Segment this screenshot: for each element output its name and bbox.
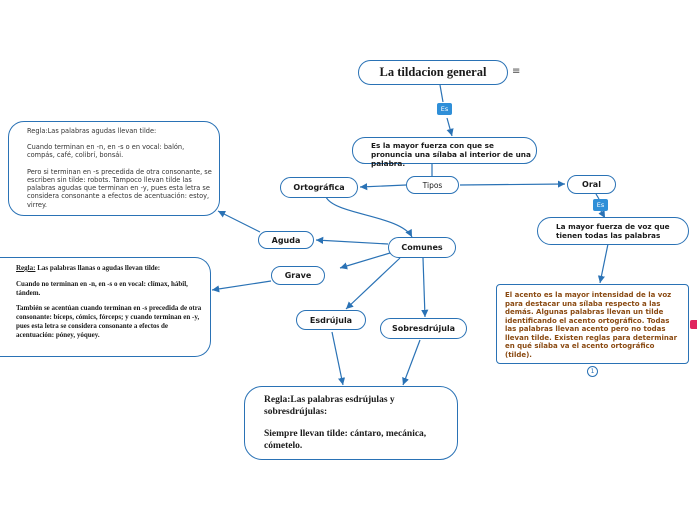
edge-es-definition — [446, 117, 454, 137]
esdrujula-label: Esdrújula — [309, 315, 353, 325]
oral-note[interactable]: El acento es la mayor intensidad de la v… — [496, 284, 689, 364]
esdrujula-node[interactable]: Esdrújula — [296, 310, 366, 330]
edge-tipos-ortografica — [359, 183, 407, 191]
edge-comunes-grave — [339, 252, 391, 270]
edge-comunes-esdrujula — [345, 257, 401, 310]
edge-es-oraldef — [598, 209, 606, 219]
tipos-label: Tipos — [422, 180, 443, 190]
grave-rule: Regla: Las palabras llanas o agudas llev… — [16, 264, 204, 273]
label-es-1[interactable]: Es — [437, 103, 452, 115]
tipos-node[interactable]: Tipos — [406, 176, 459, 194]
oral-definition-node[interactable]: La mayor fuerza de voz que tienen todas … — [537, 217, 689, 245]
ortografica-node[interactable]: Ortográfica — [280, 177, 358, 198]
grave-rule-label: Regla: — [16, 264, 36, 272]
edge-esdrujula-note — [331, 331, 346, 386]
oral-label: Oral — [582, 180, 601, 189]
title-text: La tildacion general — [379, 65, 487, 79]
esdrujula-p1: Siempre llevan tilde: cántaro, mecánica,… — [264, 428, 427, 452]
grave-note-content: Regla: Las palabras llanas o agudas llev… — [16, 264, 204, 339]
edge-title-es — [439, 84, 444, 103]
edge-tipos-oral — [459, 180, 566, 188]
edge-aguda-note — [217, 210, 261, 233]
definition-text: Es la mayor fuerza con que se pronuncia … — [371, 141, 531, 168]
grave-node[interactable]: Grave — [271, 266, 325, 285]
grave-p1: Cuando no terminan en -n, en -s o en voc… — [16, 279, 188, 297]
edge-ortografica-comunes — [325, 196, 413, 238]
edge-comunes-sobresdrujula — [421, 257, 429, 318]
grave-p2: También se acentúan cuando terminan en -… — [16, 304, 202, 339]
aguda-note-content: Regla:Las palabras agudas llevan tilde: … — [27, 127, 213, 209]
grave-rule-text: Las palabras llanas o agudas llevan tild… — [35, 264, 161, 272]
aguda-note[interactable]: Regla:Las palabras agudas llevan tilde: … — [8, 121, 220, 216]
grave-note[interactable]: Regla: Las palabras llanas o agudas llev… — [0, 257, 211, 357]
esdrujula-note[interactable]: Regla:Las palabras esdrújulas y sobresdr… — [244, 386, 458, 460]
oral-node[interactable]: Oral — [567, 175, 616, 194]
esdrujula-note-content: Regla:Las palabras esdrújulas y sobresdr… — [264, 394, 452, 452]
edge-comunes-aguda — [315, 236, 389, 245]
collapse-marker[interactable]: 1 — [587, 366, 598, 377]
grave-label: Grave — [284, 271, 312, 280]
aguda-p2: Pero si terminan en -s precedida de otra… — [27, 167, 212, 209]
label-es-2[interactable]: Es — [593, 199, 608, 211]
edge-grave-note — [211, 280, 272, 293]
edge-oraldef-note — [597, 243, 609, 284]
sobresdrujula-node[interactable]: Sobresdrújula — [380, 318, 467, 339]
menu-lines-icon[interactable]: ≡ — [512, 66, 521, 77]
edge-oral-es — [595, 193, 600, 200]
comunes-label: Comunes — [401, 243, 443, 252]
oral-definition-text: La mayor fuerza de voz que tienen todas … — [556, 222, 670, 240]
aguda-p1: Cuando terminan en -n, en -s o en vocal:… — [27, 143, 185, 160]
esdrujula-rule: Regla:Las palabras esdrújulas y sobresdr… — [264, 395, 395, 418]
definition-node[interactable]: Es la mayor fuerza con que se pronuncia … — [352, 137, 537, 167]
aguda-label: Aguda — [271, 235, 301, 245]
ortografica-label: Ortográfica — [293, 183, 345, 192]
aguda-rule: Regla:Las palabras agudas llevan tilde: — [27, 127, 157, 135]
central-topic-title[interactable]: La tildacion general — [358, 60, 508, 85]
oral-note-text: El acento es la mayor intensidad de la v… — [505, 291, 678, 359]
sobresdrujula-label: Sobresdrújula — [391, 324, 456, 333]
aguda-node[interactable]: Aguda — [258, 231, 314, 249]
comunes-node[interactable]: Comunes — [388, 237, 456, 258]
side-marker-icon[interactable] — [690, 320, 697, 329]
edge-sobresdrujula-note — [402, 339, 421, 386]
